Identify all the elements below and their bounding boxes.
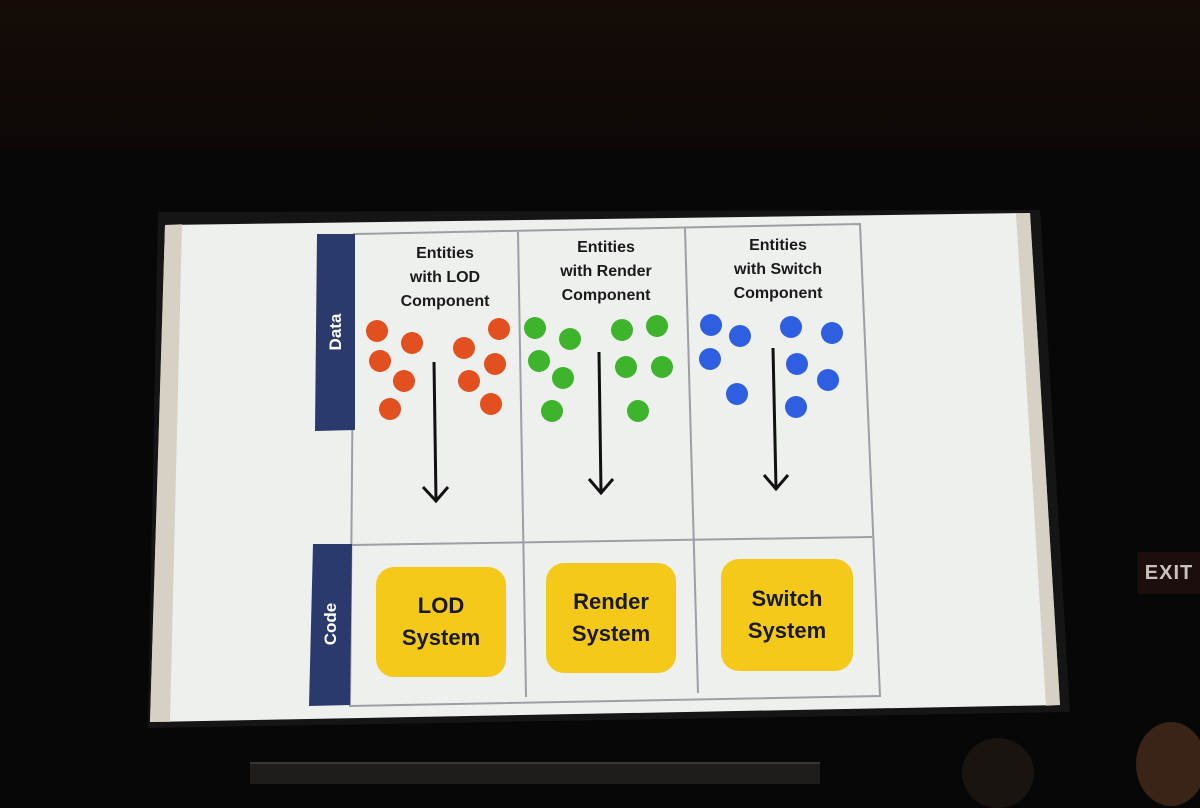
data-band — [315, 234, 355, 431]
render-entity-dot — [611, 319, 633, 341]
render-entity-dot — [552, 367, 574, 389]
lod-arrow — [421, 361, 450, 504]
data-side-label: Data — [326, 313, 345, 351]
lod-entity-dot — [488, 318, 510, 340]
lod-entity-dot — [393, 370, 415, 392]
switch-entity-dot — [729, 325, 751, 347]
switch-entity-dot — [726, 383, 748, 405]
render-entity-dot — [541, 400, 563, 422]
lod-entity-dot — [379, 398, 401, 420]
audience-head-right — [1136, 722, 1200, 806]
lod-entity-dot — [458, 370, 480, 392]
ceiling — [0, 0, 1200, 150]
switch-column-header: Entities with Switch Component — [733, 237, 823, 302]
right-grunge-edge — [1016, 213, 1060, 706]
code-side-label: Code — [321, 602, 340, 646]
lod-entity-dot — [401, 332, 423, 354]
switch-entity-dot — [700, 314, 722, 336]
code-band — [309, 544, 352, 706]
lod-entity-dot — [369, 350, 391, 372]
lod-entity-dot — [480, 393, 502, 415]
switch-entity-dot — [699, 348, 721, 370]
switch-arrow — [762, 347, 790, 492]
render-system-box: Render System — [546, 563, 676, 673]
lod-column-header: Entities with LOD Component — [400, 245, 490, 310]
render-entity-dot — [646, 315, 668, 337]
render-entity-dot — [627, 400, 649, 422]
lod-entity-dot — [484, 353, 506, 375]
switch-entity-dot — [785, 396, 807, 418]
render-entity-dot — [528, 350, 550, 372]
switch-entity-dot — [817, 369, 839, 391]
render-entity-dot — [651, 356, 673, 378]
lod-entity-dot — [366, 320, 388, 342]
render-entity-dot — [524, 317, 546, 339]
render-arrow — [587, 351, 615, 496]
stage-edge — [250, 762, 820, 784]
switch-entity-dot — [786, 353, 808, 375]
exit-sign: EXIT — [1138, 552, 1200, 594]
switch-system-box: Switch System — [721, 559, 853, 671]
render-column-header: Entities with Render Component — [560, 239, 652, 304]
switch-entity-dot — [821, 322, 843, 344]
render-entity-dot — [615, 356, 637, 378]
lod-entity-dot — [453, 337, 475, 359]
flow-arrows — [421, 347, 790, 504]
switch-entity-dot — [780, 316, 802, 338]
render-entity-dot — [559, 328, 581, 350]
entity-dots — [366, 314, 843, 422]
left-grunge-edge — [150, 224, 182, 722]
lod-system-box: LOD System — [376, 567, 506, 677]
audience-head-left — [962, 738, 1034, 808]
